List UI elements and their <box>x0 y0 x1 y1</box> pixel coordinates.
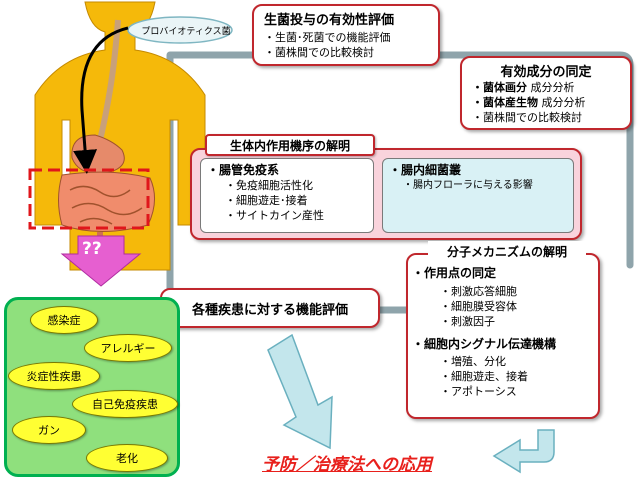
in-vivo-mechanism-title: 生体内作用機序の解明 <box>229 138 350 153</box>
bacteria-label: プロバイオティクス菌 <box>141 27 231 37</box>
disease-inflammatory: 炎症性疾患 <box>8 362 100 390</box>
active-ingredient-title: 有効成分の同定 <box>500 65 592 80</box>
intestinal-immune-title: ・腸管免疫系 <box>207 163 280 177</box>
molecular-mechanism-title-tab: 分子メカニズムの解明 <box>428 241 586 261</box>
intestine-focus-box <box>28 168 150 230</box>
immune-item-1: ・免疫細胞活性化 <box>225 179 313 192</box>
active-ingredient-box: 有効成分の同定 ・菌体画分 成分分析 ・菌体産生物 成分分析 ・菌株間での比較検… <box>460 56 632 130</box>
conclusion-text: 予防／治療法への応用 <box>262 455 432 475</box>
effectiveness-evaluation-box: 生菌投与の有効性評価 ・生菌･死菌での機能評価 ・菌株間での比較検討 <box>252 4 440 66</box>
ingredient-item-2: ・菌体産生物 成分分析 <box>472 96 586 109</box>
bacteria-cell-icon <box>127 16 233 44</box>
disease-aging: 老化 <box>86 444 168 472</box>
pink-down-arrow <box>60 235 142 287</box>
disease-allergy: アレルギー <box>84 334 172 362</box>
disease-function-eval-box: 各種疾患に対する機能評価 <box>160 288 380 328</box>
ingredient-item-1: ・菌体画分 成分分析 <box>472 81 575 94</box>
disease-autoimmune: 自己免疫疾患 <box>72 390 178 418</box>
disease-infection: 感染症 <box>30 306 98 334</box>
immune-item-3: ・サイトカイン産性 <box>225 209 324 222</box>
molecular-mechanism-box <box>406 253 600 419</box>
signal-item-3: ・アポトーシス <box>440 385 517 398</box>
intestinal-immune-panel: ・腸管免疫系 ・免疫細胞活性化 ・細胞遊走･接着 ・サイトカイン産性 <box>200 158 374 233</box>
cyan-down-arrow <box>267 333 333 450</box>
disease-function-eval-title: 各種疾患に対する機能評価 <box>191 302 348 318</box>
action-item-2: ・細胞膜受容体 <box>440 300 517 313</box>
action-item-1: ・刺激応答細胞 <box>440 285 517 298</box>
molecular-mechanism-content: ・作用点の同定 ・刺激応答細胞 ・細胞膜受容体 ・刺激因子 ・細胞内シグナル伝達… <box>412 264 598 399</box>
question-marks: ?? <box>82 239 102 259</box>
human-body-figure <box>34 1 206 271</box>
molecular-mechanism-title: 分子メカニズムの解明 <box>446 244 567 259</box>
gut-flora-panel: ・腸内細菌叢 ・腸内フローラに与える影響 <box>382 158 574 233</box>
immune-item-2: ・細胞遊走･接着 <box>225 194 308 207</box>
effectiveness-item-1: ・生菌･死菌での機能評価 <box>264 31 391 44</box>
action-item-3: ・刺激因子 <box>440 315 495 328</box>
gut-flora-title: ・腸内細菌叢 <box>389 163 462 177</box>
signal-transduction-title: ・細胞内シグナル伝達機構 <box>412 337 557 351</box>
signal-item-2: ・細胞遊走、接着 <box>440 370 528 383</box>
cyan-bent-arrow <box>492 429 555 474</box>
effectiveness-item-2: ・菌株間での比較検討 <box>264 46 374 59</box>
bacteria-path-arrow <box>73 26 129 174</box>
signal-item-1: ・増殖、分化 <box>440 355 506 368</box>
disease-cancer: ガン <box>12 416 86 444</box>
flora-item-1: ・腸内フローラに与える影響 <box>403 180 533 191</box>
effectiveness-evaluation-title: 生菌投与の有効性評価 <box>264 13 395 28</box>
ingredient-item-3: ・菌株間での比較検討 <box>472 111 582 124</box>
in-vivo-mechanism-title-tab: 生体内作用機序の解明 <box>205 134 375 156</box>
action-point-title: ・作用点の同定 <box>412 266 497 280</box>
